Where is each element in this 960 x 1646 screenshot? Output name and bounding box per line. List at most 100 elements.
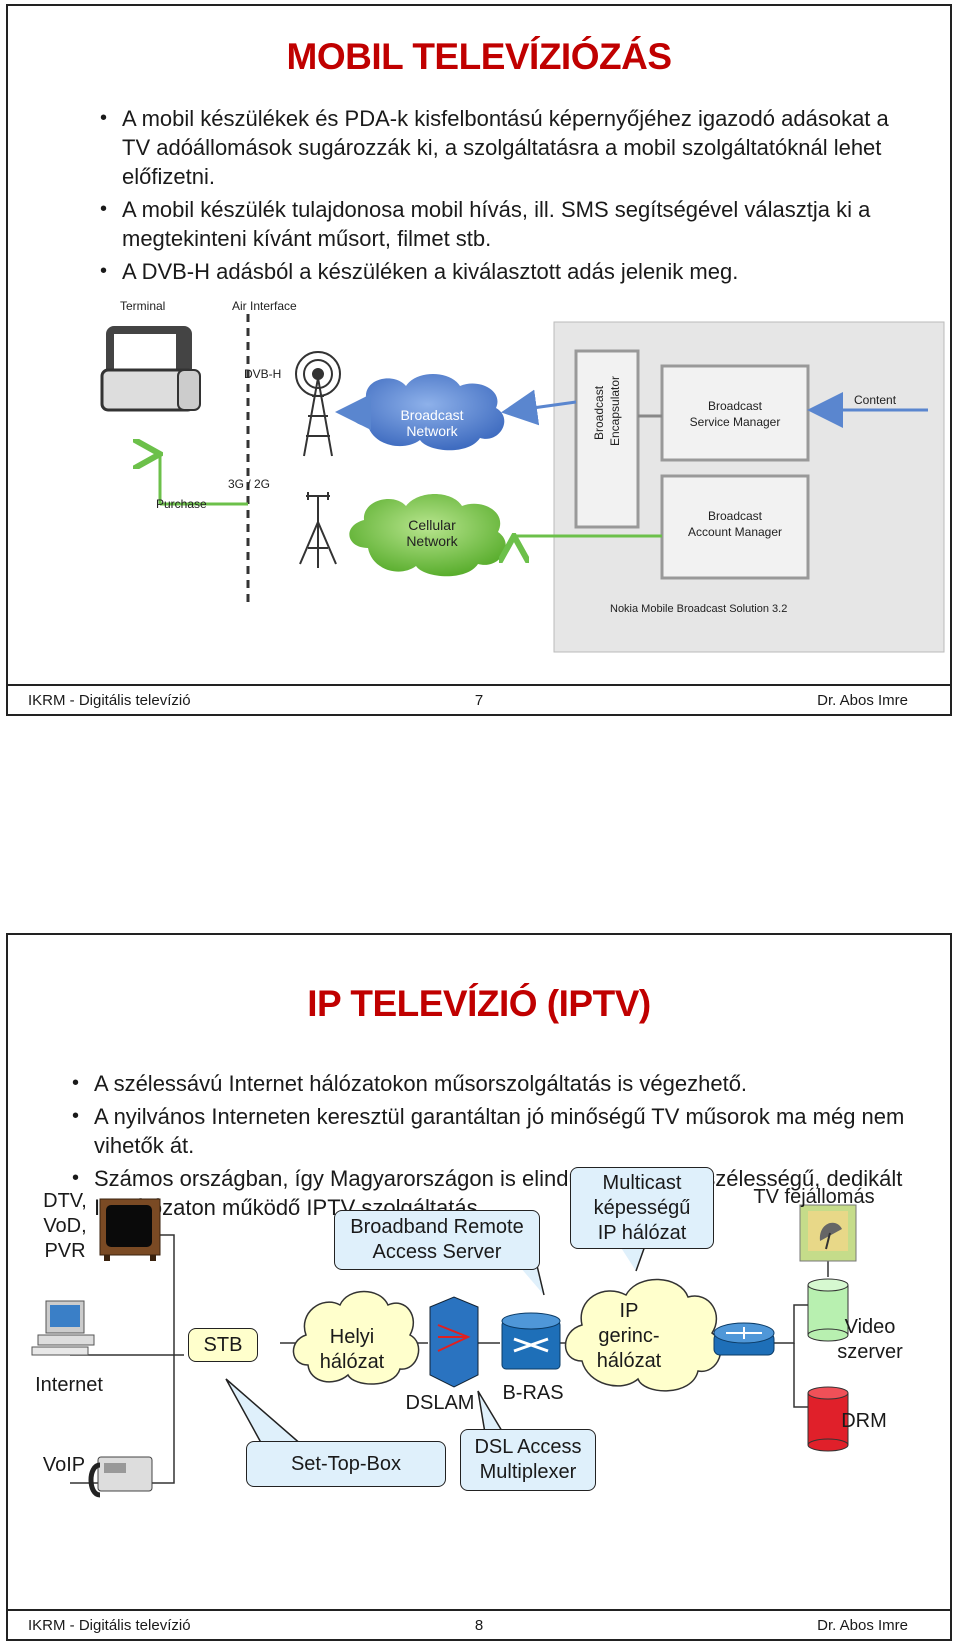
encapsulator-label-1: Broadcast (592, 385, 606, 440)
bullet-item: • A nyilvános Interneten keresztül garant… (72, 1102, 914, 1160)
video-server-icon (807, 1278, 849, 1342)
purchase-label: Purchase (156, 497, 207, 511)
local-network-label: Helyi hálózat (302, 1325, 402, 1375)
encapsulator-label-2: Encapsulator (608, 376, 622, 446)
stb-box: STB (188, 1328, 258, 1362)
voip-label: VoIP (42, 1454, 86, 1476)
vod-line: VoD, (43, 1215, 87, 1237)
mobile-broadcast-diagram: Terminal Air Interface DVB-H 3G / 2G Pur… (100, 299, 945, 653)
bullet-icon: • (100, 198, 108, 220)
bullet-text: A mobil készülék tulajdonosa mobil hívás… (122, 197, 871, 251)
broadcast-tower-icon (295, 351, 341, 457)
tv-set-icon (99, 1198, 161, 1261)
bullet-item: • A mobil készülékek és PDA-k kisfelbontá… (100, 104, 912, 191)
bras-callout: Broadband Remote Access Server (334, 1210, 540, 1270)
bullet-text: A DVB-H adásból a készüléken a kiválaszt… (122, 259, 739, 284)
local-network-cloud-icon (292, 1290, 420, 1385)
bullet-item: • A DVB-H adásból a készüléken a kiválasz… (100, 257, 912, 286)
phone-icon (88, 1456, 153, 1498)
footer-page-number: 8 (474, 1617, 484, 1634)
bullet-text: A nyilvános Interneten keresztül garantá… (94, 1104, 905, 1158)
multicast-callout-line-2: képességű (593, 1196, 691, 1219)
headend-label: TV fejállomás (753, 1186, 875, 1208)
video-server-line-2: szerver (837, 1341, 903, 1363)
slide-7: MOBIL TELEVÍZIÓZÁS • A mobil készülékek é… (6, 4, 952, 716)
service-manager-label-2: Service Manager (690, 415, 781, 429)
local-network-line-2: hálózat (319, 1351, 385, 1373)
encapsulator-arrow (501, 389, 577, 426)
solution-label: Nokia Mobile Broadcast Solution 3.2 (610, 603, 787, 615)
ip-core-cloud-icon (564, 1278, 722, 1392)
satellite-dish-icon (799, 1204, 857, 1262)
slide-title: MOBIL TELEVÍZIÓZÁS (286, 36, 673, 77)
ip-core-label: IP gerinc- hálózat (580, 1299, 678, 1374)
multicast-callout-line-3: IP hálózat (597, 1221, 687, 1244)
broadcast-cloud-icon (351, 374, 505, 451)
bras-label: B-RAS (502, 1382, 564, 1404)
bullet-icon: • (72, 1167, 80, 1189)
encapsulator-box (574, 349, 640, 529)
stb-callout-pointer (225, 1378, 319, 1460)
bullet-icon: • (100, 260, 108, 282)
bullet-item: • A mobil készülék tulajdonosa mobil hívá… (100, 195, 912, 253)
account-manager-box (660, 474, 810, 580)
bullet-list: • A mobil készülékek és PDA-k kisfelbontá… (100, 104, 912, 290)
account-manager-label-1: Broadcast (708, 509, 763, 523)
bras-callout-line-1: Broadband Remote (350, 1216, 524, 1238)
video-server-label: Video szerver (830, 1315, 910, 1365)
core-router-icon (713, 1322, 775, 1356)
account-manager-label-2: Account Manager (688, 525, 782, 539)
pc-icon (31, 1300, 95, 1356)
cellular-tower-icon (299, 492, 337, 568)
bras-callout-line-2: Access Server (372, 1241, 502, 1263)
slide-footer: IKRM - Digitális televízió 8 Dr. Abos Im… (8, 1609, 950, 1639)
dslam-icon (429, 1296, 479, 1388)
dslam-label: DSLAM (405, 1392, 475, 1414)
terminal-label: Terminal (120, 299, 165, 313)
dslam-callout-line-1: DSL Access (474, 1436, 582, 1458)
service-manager-label-1: Broadcast (708, 399, 763, 413)
terminal-device-icon (100, 326, 201, 412)
drm-server-icon (807, 1386, 849, 1452)
multicast-callout-line-1: Multicast (602, 1171, 682, 1194)
bullet-text: Számos országban, így Magyarországon is … (94, 1166, 903, 1220)
drm-label: DRM (841, 1410, 887, 1432)
bullet-text: A szélessávú Internet hálózatokon műsors… (94, 1071, 748, 1096)
footer-page-number: 7 (474, 692, 484, 709)
video-server-line-1: Video (844, 1316, 896, 1338)
bullet-icon: • (100, 107, 108, 129)
dtv-line: DTV, (43, 1190, 87, 1212)
slide-footer: IKRM - Digitális televízió 7 Dr. Abos Im… (8, 684, 950, 714)
bullet-text: A mobil készülékek és PDA-k kisfelbontás… (122, 106, 889, 189)
cellular-network-label-1: Cellular (408, 517, 456, 533)
content-label: Content (854, 393, 897, 407)
dslam-callout: DSL Access Multiplexer (460, 1429, 596, 1491)
internet-label: Internet (35, 1374, 103, 1396)
bullet-icon: • (72, 1072, 80, 1094)
footer-author: Dr. Abos Imre (817, 1617, 908, 1634)
bullet-item: • Számos országban, így Magyarországon is… (72, 1164, 914, 1222)
3g2g-label: 3G / 2G (228, 477, 270, 491)
ip-core-line-1: IP (619, 1300, 639, 1322)
bullet-list: • A szélessávú Internet hálózatokon műsor… (72, 1069, 914, 1226)
air-interface-label: Air Interface (232, 299, 297, 313)
footer-course: IKRM - Digitális televízió (28, 1617, 191, 1634)
cellular-network-label-2: Network (406, 533, 458, 549)
footer-course: IKRM - Digitális televízió (28, 692, 191, 709)
dslam-callout-line-2: Multiplexer (479, 1461, 577, 1483)
footer-author: Dr. Abos Imre (817, 692, 908, 709)
slide-8: IP TELEVÍZIÓ (IPTV) •A szélessávú Intern… (6, 933, 952, 1641)
pvr-line: PVR (44, 1240, 86, 1262)
cellular-cloud-icon (349, 494, 506, 577)
service-manager-box (660, 364, 810, 462)
broadcast-network-label-2: Network (406, 423, 458, 439)
ip-core-line-2: gerinc- (598, 1325, 660, 1347)
stb-callout: Set-Top-Box (246, 1441, 446, 1487)
multicast-callout: Multicast képességű IP hálózat (570, 1167, 714, 1249)
bullet-item: • A szélessávú Internet hálózatokon műsor… (72, 1069, 914, 1098)
broadcast-network-label-1: Broadcast (400, 407, 463, 423)
dvbh-label: DVB-H (244, 367, 281, 381)
bullet-icon: • (72, 1105, 80, 1127)
dtv-label: DTV, VoD, PVR (36, 1189, 94, 1264)
ip-core-line-3: hálózat (596, 1350, 662, 1372)
